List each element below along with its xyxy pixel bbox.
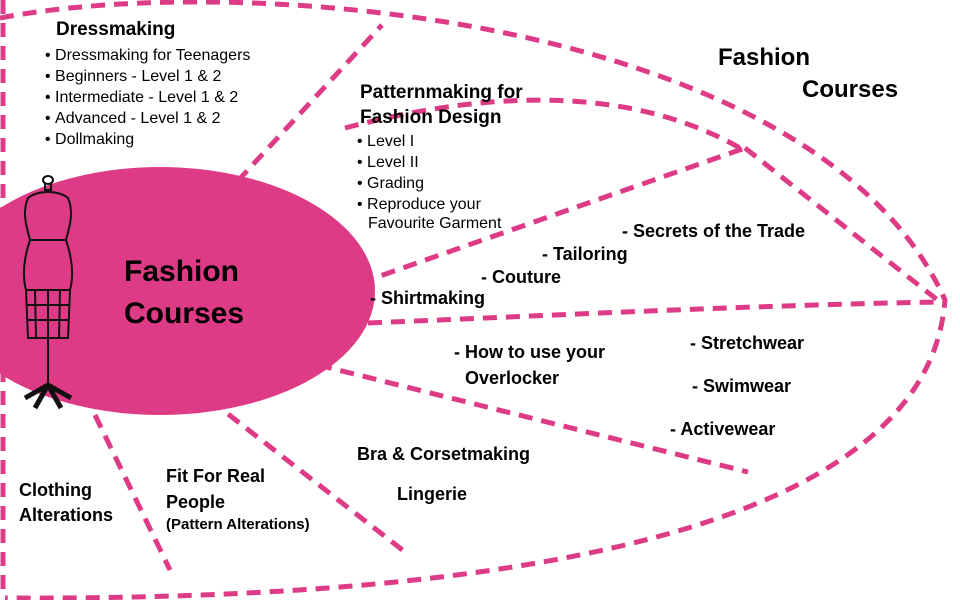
item-secrets-of-the-trade: - Secrets of the Trade <box>622 221 806 241</box>
dressmaking-list: Dressmaking for Teenagers Beginners - Le… <box>45 45 250 150</box>
item-swimwear: - Swimwear <box>692 376 792 396</box>
list-item: Level I <box>357 131 481 152</box>
lingerie-line2: Lingerie <box>397 484 468 504</box>
fit-line1: Fit For Real <box>166 466 266 486</box>
item-activewear: - Activewear <box>670 419 776 439</box>
divider-patternmaking-top <box>344 97 742 151</box>
divider-lingerie <box>208 398 407 554</box>
patternmaking-list: Level I Level II Grading Reproduce your <box>357 131 481 215</box>
item-couture: - Couture <box>481 267 561 287</box>
alterations-line2: Alterations <box>19 505 114 525</box>
item-tailoring: - Tailoring <box>542 244 628 264</box>
lingerie-line1: Bra & Corsetmaking <box>357 444 531 464</box>
list-item: Dollmaking <box>45 129 250 150</box>
patternmaking-heading-line1: Patternmaking for <box>360 82 523 103</box>
list-item: Reproduce your <box>357 194 481 215</box>
title-fashion: Fashion <box>718 44 811 71</box>
center-title-line2: Courses <box>124 297 245 330</box>
item-stretchwear: - Stretchwear <box>690 333 805 353</box>
fit-line2: People <box>166 492 226 512</box>
list-item: Level II <box>357 152 481 173</box>
dress-form-icon <box>22 175 74 410</box>
divider-dressmaking <box>220 23 384 200</box>
overlocker-line2: Overlocker <box>465 368 560 388</box>
alterations-line1: Clothing <box>19 480 92 500</box>
overlocker-line1: - How to use your <box>454 342 606 362</box>
list-item: Advanced - Level 1 & 2 <box>45 108 250 129</box>
divider-tailoring <box>743 146 942 304</box>
divider-overlocker <box>317 362 749 475</box>
patternmaking-continuation: Favourite Garment <box>368 215 502 232</box>
center-title-line1: Fashion <box>124 255 240 288</box>
list-item: Grading <box>357 173 481 194</box>
center-oval <box>0 167 375 415</box>
item-shirtmaking: - Shirtmaking <box>370 288 486 308</box>
fit-line3: (Pattern Alterations) <box>166 516 310 533</box>
patternmaking-heading-line2: Fashion Design <box>360 107 502 128</box>
list-item: Dressmaking for Teenagers <box>45 45 250 66</box>
title-courses: Courses <box>802 76 899 103</box>
list-item: Intermediate - Level 1 & 2 <box>45 87 250 108</box>
divider-middle <box>367 299 941 326</box>
divider-fit <box>92 413 173 572</box>
dressmaking-heading: Dressmaking <box>56 19 176 40</box>
list-item: Beginners - Level 1 & 2 <box>45 66 250 87</box>
